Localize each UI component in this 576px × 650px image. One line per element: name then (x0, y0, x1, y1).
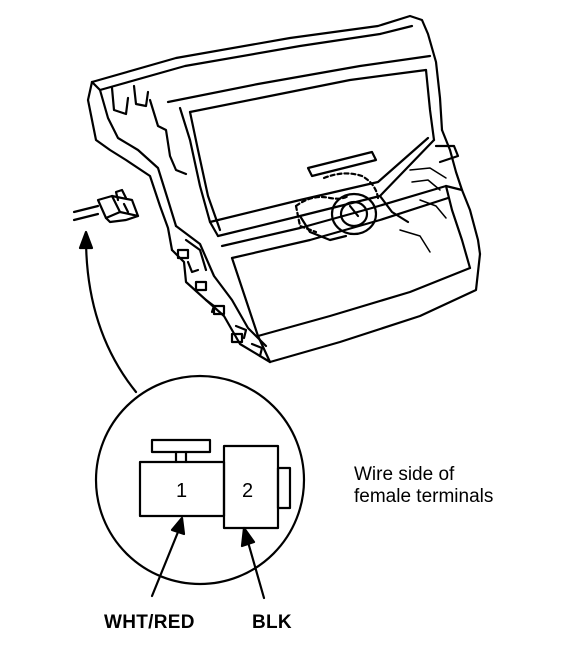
pin-2-label: 2 (242, 480, 253, 502)
connector-caption: Wire side of female terminals (354, 464, 564, 508)
pointer-pin2 (240, 526, 266, 600)
pointer-pin1 (150, 516, 186, 598)
callout-arrow (78, 230, 138, 394)
connector-drawing (72, 188, 140, 224)
caption-line-1: Wire side of (354, 464, 455, 485)
wire-label-pin1: WHT/RED (104, 612, 195, 633)
detail-circle (94, 374, 306, 586)
pin-1-label: 1 (176, 480, 187, 502)
wire-label-pin2: BLK (252, 612, 292, 633)
caption-line-2: female terminals (354, 486, 494, 507)
connector-detail (138, 438, 292, 530)
dashboard-assembly (86, 14, 482, 364)
